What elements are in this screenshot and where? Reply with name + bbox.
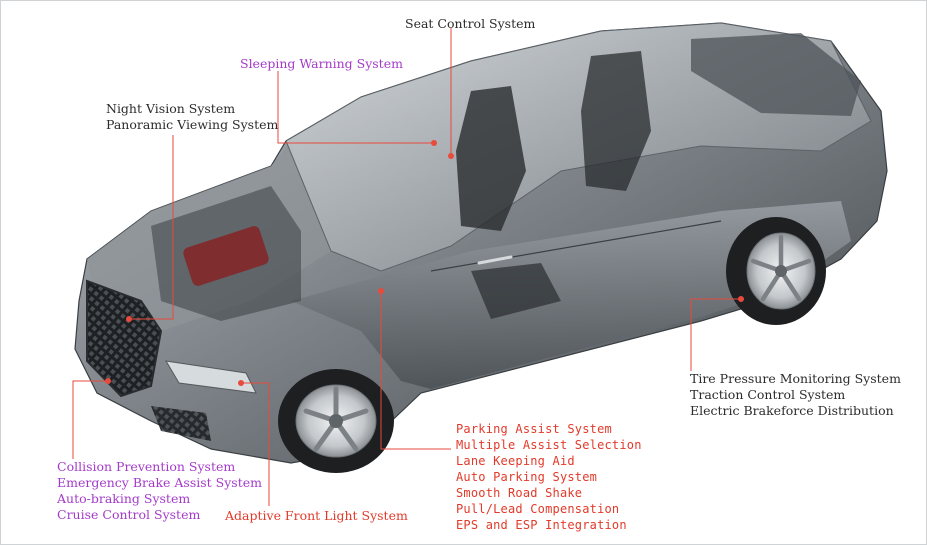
brakeforce-label: Electric Brakeforce Distribution <box>690 403 894 418</box>
tire-pressure-label: Tire Pressure Monitoring System <box>690 371 901 386</box>
seat-control-label: Seat Control System <box>405 16 536 31</box>
night-vision-group: Night Vision System Panoramic Viewing Sy… <box>106 101 278 133</box>
front-wheel <box>278 369 394 473</box>
lane-keeping-label: Lane Keeping Aid <box>456 454 575 468</box>
auto-parking-label: Auto Parking System <box>456 470 598 484</box>
leader-lines <box>72 28 741 506</box>
auto-braking-label: Auto-braking System <box>57 491 191 506</box>
eps-esp-label: EPS and ESP Integration <box>456 518 627 532</box>
parking-assist-group: Parking Assist System Multiple Assist Se… <box>456 421 642 533</box>
collision-group: Collision Prevention System Emergency Br… <box>57 459 262 523</box>
multiple-assist-label: Multiple Assist Selection <box>456 438 642 452</box>
adaptive-front-light-label: Adaptive Front Light System <box>225 508 408 523</box>
collision-prevention-label: Collision Prevention System <box>57 459 236 474</box>
car-body <box>74 22 888 464</box>
front-fascia <box>86 279 257 441</box>
pull-lead-label: Pull/Lead Compensation <box>456 502 620 516</box>
emergency-brake-label: Emergency Brake Assist System <box>57 475 262 490</box>
rear-wheel <box>726 217 826 325</box>
cruise-control-label: Cruise Control System <box>57 507 201 522</box>
leader-dots <box>105 140 744 386</box>
parking-assist-label: Parking Assist System <box>456 422 612 436</box>
panoramic-viewing-label: Panoramic Viewing System <box>106 117 279 132</box>
smooth-road-label: Smooth Road Shake <box>456 486 583 500</box>
traction-control-label: Traction Control System <box>690 387 846 402</box>
night-vision-label: Night Vision System <box>106 101 236 116</box>
sleeping-warning-label: Sleeping Warning System <box>240 56 403 71</box>
tire-pressure-group: Tire Pressure Monitoring System Traction… <box>690 371 901 419</box>
